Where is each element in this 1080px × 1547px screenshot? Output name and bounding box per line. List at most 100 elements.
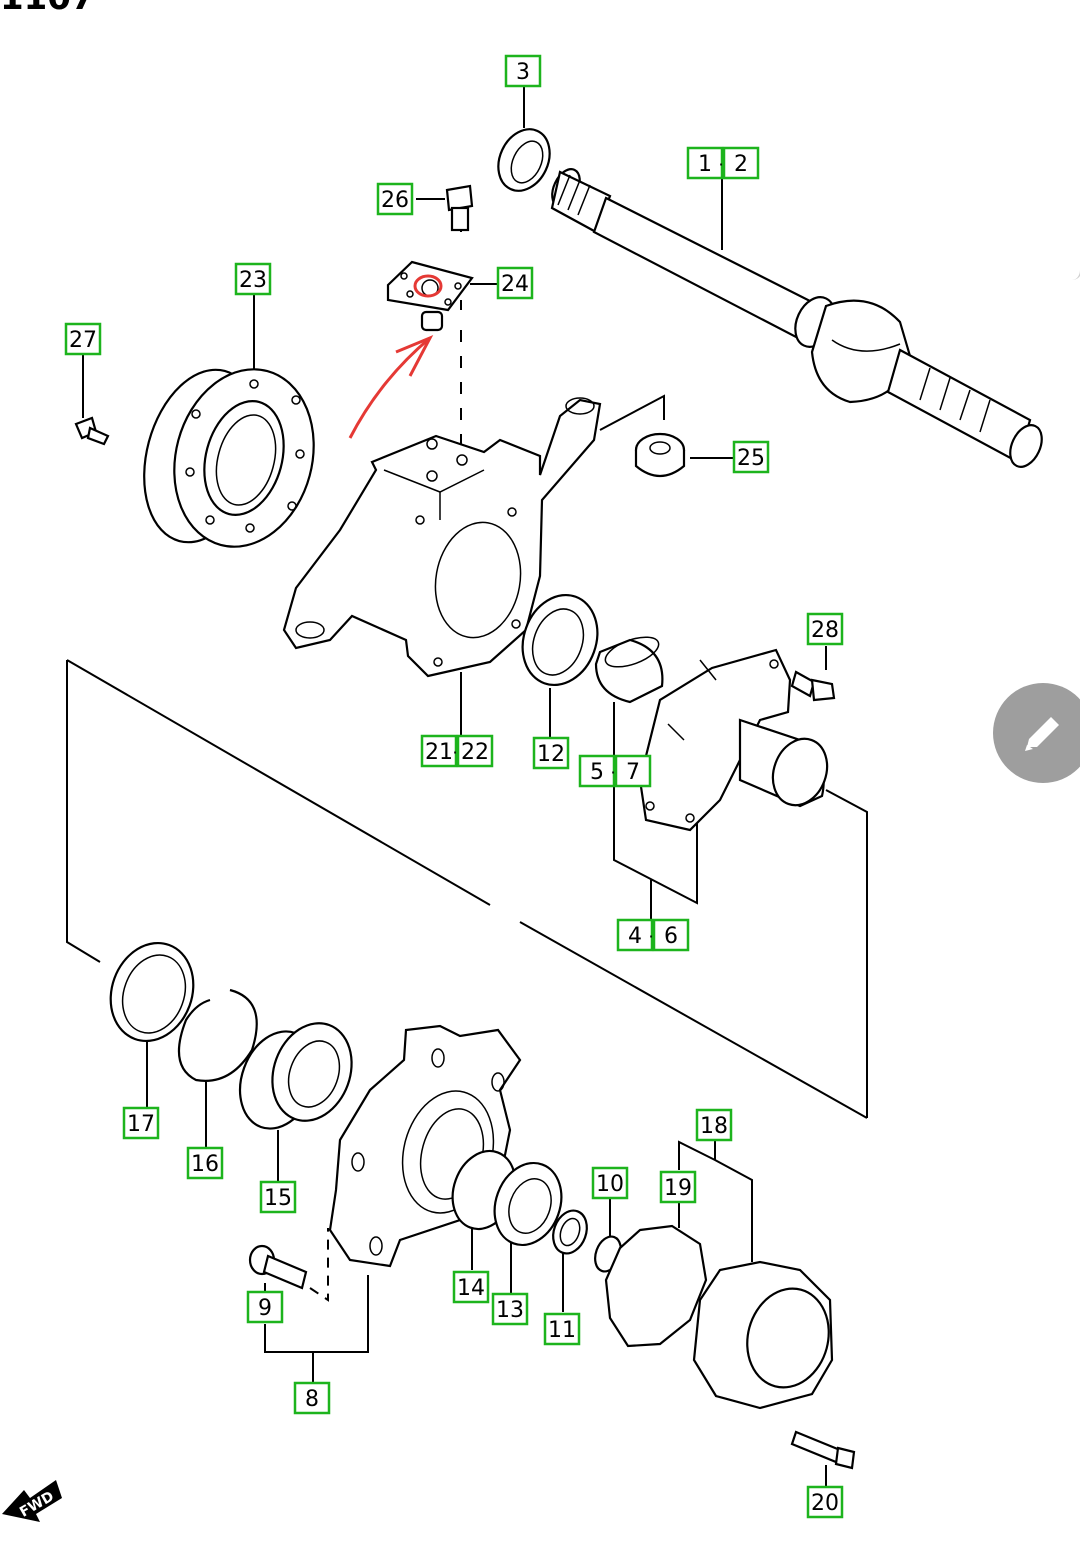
callout-box bbox=[496, 266, 534, 300]
part-number-label: 19 bbox=[664, 1176, 692, 1201]
part-number-label: 14 bbox=[457, 1276, 485, 1301]
wheel-stud-part-9 bbox=[248, 1244, 308, 1290]
page-title-fragment: 1107 bbox=[0, 0, 95, 18]
part-number-label: 16 bbox=[191, 1152, 219, 1177]
callout-box bbox=[532, 736, 570, 770]
callout-12: 12 bbox=[532, 736, 570, 770]
pencil-icon bbox=[1025, 717, 1059, 751]
callout-box bbox=[420, 734, 458, 768]
callout-box bbox=[246, 1290, 284, 1324]
callout-box bbox=[686, 146, 724, 180]
fwd-arrow-icon: FWD bbox=[2, 1480, 62, 1522]
seal-ring-part-12 bbox=[521, 593, 599, 687]
oil-seal-part-3 bbox=[497, 128, 551, 192]
part-number-label: 7 bbox=[626, 760, 640, 785]
callout-box bbox=[616, 918, 654, 952]
part-number-label: 3 bbox=[516, 60, 530, 85]
part-number-label: 24 bbox=[501, 272, 529, 297]
spindle-part-4-6 bbox=[638, 648, 829, 832]
callout-19: 19 bbox=[659, 1170, 697, 1204]
callout-box bbox=[659, 1170, 697, 1204]
part-number-label: 20 bbox=[811, 1491, 839, 1516]
bolt-part-28 bbox=[790, 670, 836, 702]
bolt-part-27 bbox=[74, 416, 110, 446]
hub-cap-part-18 bbox=[692, 1260, 834, 1410]
part-number-label: 23 bbox=[239, 268, 267, 293]
callout-28: 28 bbox=[806, 612, 844, 646]
callout-box bbox=[293, 1381, 331, 1415]
bearing-part-15 bbox=[238, 1022, 353, 1130]
part-number-label: 27 bbox=[69, 328, 97, 353]
part-number-label: 22 bbox=[461, 740, 489, 765]
callout-box bbox=[732, 440, 770, 474]
part-number-label: 18 bbox=[700, 1114, 728, 1139]
callout-14: 14 bbox=[452, 1270, 490, 1304]
callout-box bbox=[376, 182, 414, 216]
range-separator: · bbox=[610, 763, 615, 782]
callout-10: 10 bbox=[591, 1166, 629, 1200]
hub-part-8 bbox=[328, 1024, 522, 1268]
callout-box bbox=[614, 754, 652, 788]
callout-16: 16 bbox=[186, 1146, 224, 1180]
range-separator: · bbox=[452, 743, 457, 762]
edit-button[interactable] bbox=[993, 683, 1080, 783]
callout-box bbox=[122, 1106, 160, 1140]
callout-21-22: 21 22· bbox=[420, 734, 494, 768]
snap-ring-part-16 bbox=[177, 988, 258, 1082]
part-number-label: 21 bbox=[425, 740, 453, 765]
red-annotation bbox=[348, 274, 443, 439]
callout-3: 3 bbox=[504, 54, 542, 88]
part-number-label: 15 bbox=[264, 1186, 292, 1211]
part-number-label: 1 bbox=[698, 152, 712, 177]
callout-box bbox=[259, 1180, 297, 1214]
callout-box bbox=[491, 1292, 529, 1326]
callout-23: 23 bbox=[234, 262, 272, 296]
part-number-label: 12 bbox=[537, 742, 565, 767]
callout-box bbox=[456, 734, 494, 768]
bolt-part-26 bbox=[445, 184, 474, 232]
part-number-label: 9 bbox=[258, 1296, 272, 1321]
callout-27: 27 bbox=[64, 322, 102, 356]
callout-15: 15 bbox=[259, 1180, 297, 1214]
part-number-label: 8 bbox=[305, 1387, 319, 1412]
callout-box bbox=[806, 1485, 844, 1519]
callout-box bbox=[186, 1146, 224, 1180]
leader-lines bbox=[66, 86, 868, 1487]
range-separator: · bbox=[718, 155, 723, 174]
callout-9: 9 bbox=[246, 1290, 284, 1324]
callout-17: 17 bbox=[122, 1106, 160, 1140]
part-number-label: 2 bbox=[734, 152, 748, 177]
callout-box bbox=[234, 262, 272, 296]
range-separator: · bbox=[648, 927, 653, 946]
callout-box bbox=[578, 754, 616, 788]
callout-18: 18 bbox=[695, 1108, 733, 1142]
bushing-part-5-7 bbox=[594, 636, 664, 704]
hub-flange-part-23 bbox=[143, 368, 315, 548]
part-number-label: 28 bbox=[811, 618, 839, 643]
part-number-label: 25 bbox=[737, 446, 765, 471]
part-number-label: 10 bbox=[596, 1172, 624, 1197]
drive-shaft-part-1-2 bbox=[550, 168, 1043, 468]
gasket-part-19 bbox=[604, 1224, 708, 1348]
callout-26: 26 bbox=[376, 182, 414, 216]
callout-11: 11 bbox=[543, 1312, 581, 1346]
callout-24: 24 bbox=[496, 266, 534, 300]
part-number-label: 17 bbox=[127, 1112, 155, 1137]
callout-20: 20 bbox=[806, 1485, 844, 1519]
part-number-label: 11 bbox=[548, 1318, 576, 1343]
callout-box bbox=[652, 918, 690, 952]
callout-8: 8 bbox=[293, 1381, 331, 1415]
seal-part-17 bbox=[109, 941, 195, 1043]
callout-box bbox=[504, 54, 542, 88]
bearing-part-25 bbox=[634, 432, 686, 478]
washer-part-11 bbox=[552, 1209, 588, 1255]
callout-25: 25 bbox=[732, 440, 770, 474]
kingpin-cap-part-24 bbox=[386, 260, 474, 332]
part-number-label: 6 bbox=[664, 924, 678, 949]
callout-box bbox=[722, 146, 760, 180]
